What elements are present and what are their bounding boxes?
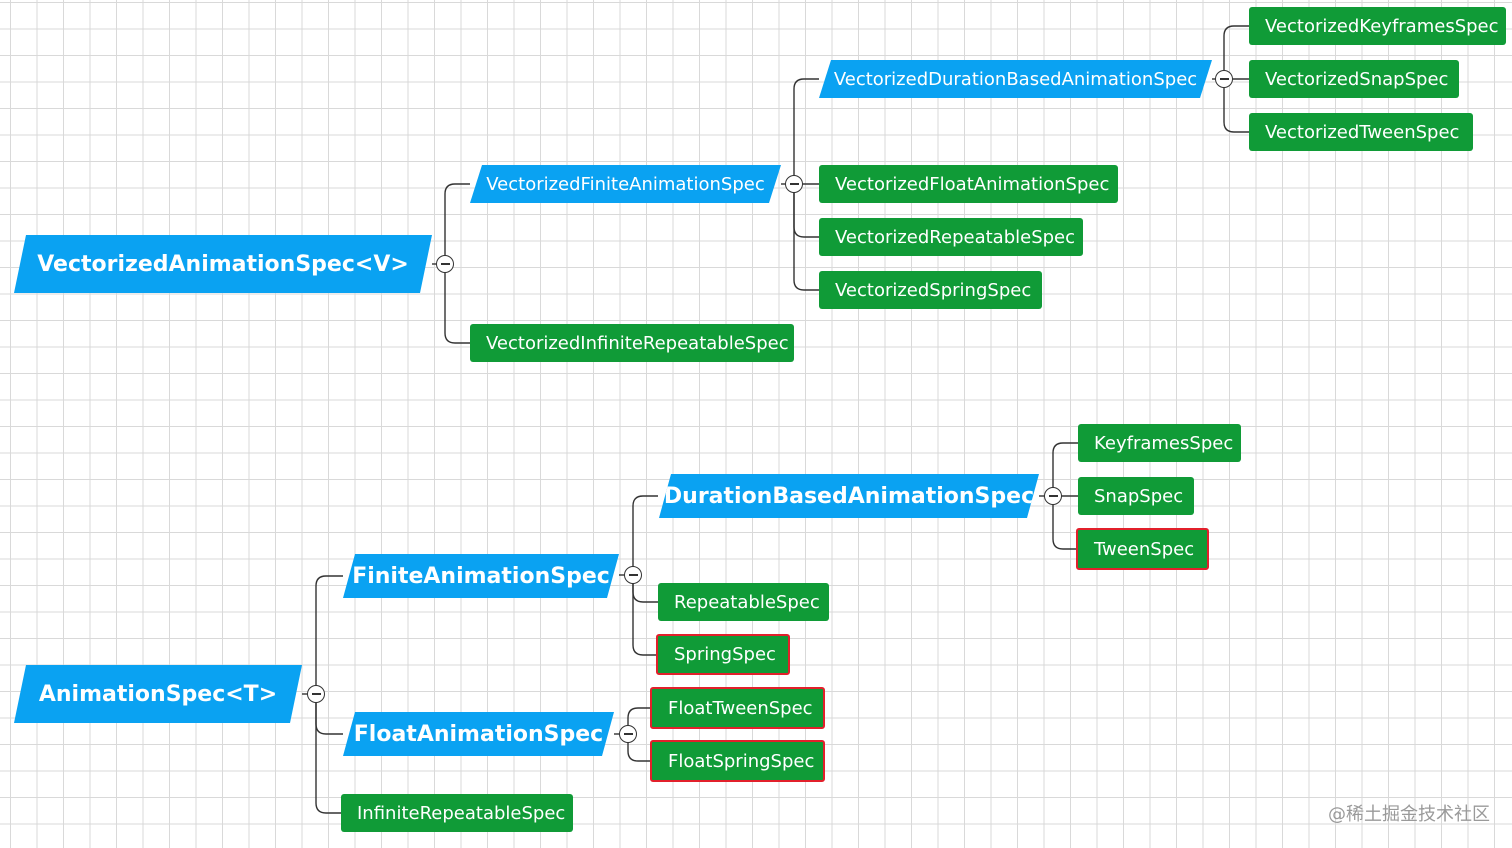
- connector-line: [315, 575, 343, 694]
- node-animation-spec[interactable]: AnimationSpec<T>: [14, 665, 302, 723]
- node-vectorized-animation-spec[interactable]: VectorizedAnimationSpec<V>: [14, 235, 432, 293]
- watermark: @稀土掘金技术社区: [1328, 804, 1490, 825]
- connector-line: [444, 264, 470, 344]
- collapse-toggle-icon[interactable]: [307, 685, 325, 703]
- node-float-animation-spec[interactable]: FloatAnimationSpec: [343, 712, 614, 756]
- connector-line: [632, 495, 658, 575]
- node-duration-based-animation-spec[interactable]: DurationBasedAnimationSpec: [659, 474, 1039, 518]
- node-vectorized-infinite-repeatable-spec[interactable]: VectorizedInfiniteRepeatableSpec: [470, 324, 794, 362]
- node-float-tween-spec[interactable]: FloatTweenSpec: [650, 687, 825, 729]
- collapse-toggle-icon[interactable]: [624, 566, 642, 584]
- node-vectorized-snap-spec[interactable]: VectorizedSnapSpec: [1249, 60, 1459, 98]
- collapse-toggle-icon[interactable]: [436, 255, 454, 273]
- node-tween-spec[interactable]: TweenSpec: [1076, 528, 1209, 570]
- node-vectorized-duration-based-animation-spec[interactable]: VectorizedDurationBasedAnimationSpec: [819, 60, 1212, 98]
- connector-line: [627, 734, 650, 762]
- connector-line: [1223, 79, 1249, 133]
- node-vectorized-finite-animation-spec[interactable]: VectorizedFiniteAnimationSpec: [470, 165, 781, 203]
- connector-line: [315, 694, 343, 814]
- connector-line: [627, 707, 650, 734]
- node-infinite-repeatable-spec[interactable]: InfiniteRepeatableSpec: [341, 794, 573, 832]
- node-vectorized-keyframes-spec[interactable]: VectorizedKeyframesSpec: [1249, 7, 1506, 45]
- connector-line: [1223, 25, 1249, 79]
- node-vectorized-spring-spec[interactable]: VectorizedSpringSpec: [819, 271, 1042, 309]
- collapse-toggle-icon[interactable]: [1044, 487, 1062, 505]
- node-keyframes-spec[interactable]: KeyframesSpec: [1078, 424, 1241, 462]
- connector-line: [1052, 496, 1078, 550]
- node-vectorized-float-animation-spec[interactable]: VectorizedFloatAnimationSpec: [819, 165, 1118, 203]
- node-snap-spec[interactable]: SnapSpec: [1078, 477, 1194, 515]
- node-repeatable-spec[interactable]: RepeatableSpec: [658, 583, 829, 621]
- connector-line: [793, 184, 819, 291]
- connector-line: [1052, 442, 1078, 496]
- collapse-toggle-icon[interactable]: [619, 725, 637, 743]
- collapse-toggle-icon[interactable]: [1215, 70, 1233, 88]
- connector-line: [632, 575, 658, 656]
- connector-line: [444, 183, 470, 264]
- collapse-toggle-icon[interactable]: [785, 175, 803, 193]
- connector-line: [793, 78, 819, 184]
- node-finite-animation-spec[interactable]: FiniteAnimationSpec: [343, 554, 619, 598]
- node-vectorized-tween-spec[interactable]: VectorizedTweenSpec: [1249, 113, 1473, 151]
- node-float-spring-spec[interactable]: FloatSpringSpec: [650, 740, 825, 782]
- node-spring-spec[interactable]: SpringSpec: [656, 634, 790, 675]
- node-vectorized-repeatable-spec[interactable]: VectorizedRepeatableSpec: [819, 218, 1083, 256]
